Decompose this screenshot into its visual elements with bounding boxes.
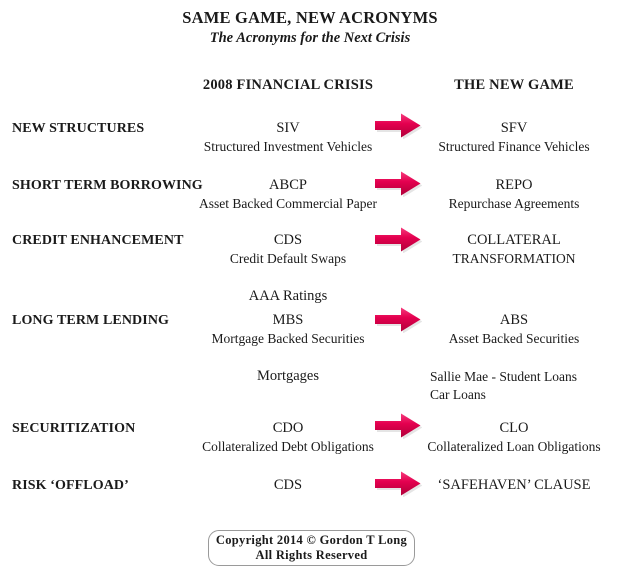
title-block: SAME GAME, NEW ACRONYMS The Acronyms for… <box>0 8 620 48</box>
old-acronym: AAA Ratings <box>248 288 328 304</box>
new-acronym: COLLATERAL <box>467 232 561 248</box>
old-acronym-expansion: Collateralized Debt Obligations <box>202 439 374 454</box>
right-arrow-icon <box>374 112 422 139</box>
old-acronym: MBS <box>272 312 304 328</box>
new-acronym-expansion: Structured Finance Vehicles <box>438 139 590 154</box>
row-category-label: NEW STRUCTURES <box>12 121 145 136</box>
row-category-label: CREDIT ENHANCEMENT <box>12 233 184 248</box>
page-subtitle: The Acronyms for the Next Crisis <box>209 30 411 46</box>
new-acronym: REPO <box>495 177 533 193</box>
new-acronym-expansion: Car Loans <box>430 387 486 402</box>
right-arrow-icon <box>374 470 422 497</box>
right-arrow-icon <box>374 412 422 439</box>
row-category-label: SECURITIZATION <box>12 421 136 436</box>
column-header-old-crisis: 2008 FINANCIAL CRISIS <box>202 77 374 93</box>
new-acronym: Sallie Mae - Student Loans <box>430 369 577 384</box>
page-title: SAME GAME, NEW ACRONYMS <box>182 8 438 27</box>
old-acronym: SIV <box>276 120 300 136</box>
right-arrow-icon <box>374 226 422 253</box>
old-acronym-expansion: Mortgage Backed Securities <box>211 331 365 346</box>
row-category-label: LONG TERM LENDING <box>12 313 170 328</box>
new-acronym: ‘SAFEHAVEN’ CLAUSE <box>437 477 591 493</box>
old-acronym-expansion: Asset Backed Commercial Paper <box>198 196 378 211</box>
copyright-line-1: Copyright 2014 © Gordon T Long <box>215 533 408 547</box>
old-acronym-expansion: Credit Default Swaps <box>229 251 347 266</box>
right-arrow-icon <box>374 170 422 197</box>
new-acronym-expansion: TRANSFORMATION <box>452 251 576 266</box>
copyright-box: Copyright 2014 © Gordon T Long All Right… <box>208 530 415 566</box>
new-acronym: CLO <box>499 420 529 436</box>
old-acronym: CDS <box>273 232 303 248</box>
column-headers: 2008 FINANCIAL CRISIS THE NEW GAME <box>0 77 620 97</box>
copyright-line-2: All Rights Reserved <box>255 547 368 562</box>
new-acronym: ABS <box>499 312 529 328</box>
right-arrow-icon <box>374 306 422 333</box>
row-category-label: RISK ‘OFFLOAD’ <box>12 478 129 493</box>
old-acronym: ABCP <box>269 177 307 193</box>
old-acronym: CDS <box>273 477 303 493</box>
old-acronym-expansion: Structured Investment Vehicles <box>203 139 373 154</box>
old-acronym: CDO <box>272 420 304 436</box>
old-acronym: Mortgages <box>256 368 319 384</box>
new-acronym-expansion: Collateralized Loan Obligations <box>427 439 601 454</box>
new-acronym-expansion: Asset Backed Securities <box>448 331 580 346</box>
column-header-new-game: THE NEW GAME <box>454 77 574 93</box>
new-acronym-expansion: Repurchase Agreements <box>448 196 580 211</box>
new-acronym: SFV <box>500 120 528 136</box>
row-category-label: SHORT TERM BORROWING <box>12 178 203 193</box>
